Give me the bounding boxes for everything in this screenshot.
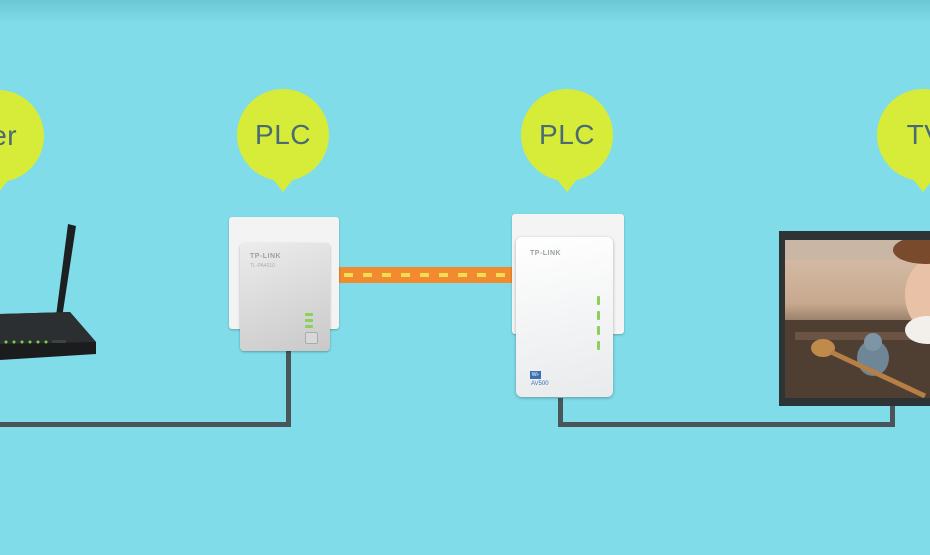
tv-label-bubble: TV [877,89,930,192]
plc-right-led-4 [597,341,600,350]
plc-left-led-power [305,313,313,316]
router-label: uter [0,120,18,151]
cable-plc-drop [286,348,291,427]
plc-right-led-3 [597,326,600,335]
plc-right-adapter [516,237,613,397]
cable-plc-tv [558,422,895,427]
plc-right-led-1 [597,296,600,305]
plc-right-led-2 [597,311,600,320]
top-shadow [0,0,930,24]
plc-right-brand: TP-LINK [530,250,562,257]
plc-left-model: TL-PA4010 [250,263,275,269]
plc-right-label-bubble: PLC [521,89,613,192]
plc-left-led-ethernet [305,325,313,328]
plc-left-brand: TP-LINK [250,253,282,260]
plc-right-wifi-badge: Wi-Fi [530,371,541,386]
powerline-link-dots [344,273,510,277]
wireless-router-icon [0,224,96,360]
plc-left-label: PLC [255,119,311,150]
cable-tv-drop [890,403,895,427]
tv-screen [785,240,930,398]
plc-left-led-powerline [305,319,313,322]
tv-label: TV [906,119,930,150]
plc-right-label: PLC [539,119,595,150]
cable-plc2-drop [558,398,563,427]
plc-left-label-bubble: PLC [237,89,329,192]
plc-right-model: AV500 [531,381,549,387]
router-label-bubble: uter [0,90,44,193]
cable-router-plc [0,422,291,427]
plc-left-pair-button [305,332,318,344]
tv-picture-illustration [785,240,930,398]
